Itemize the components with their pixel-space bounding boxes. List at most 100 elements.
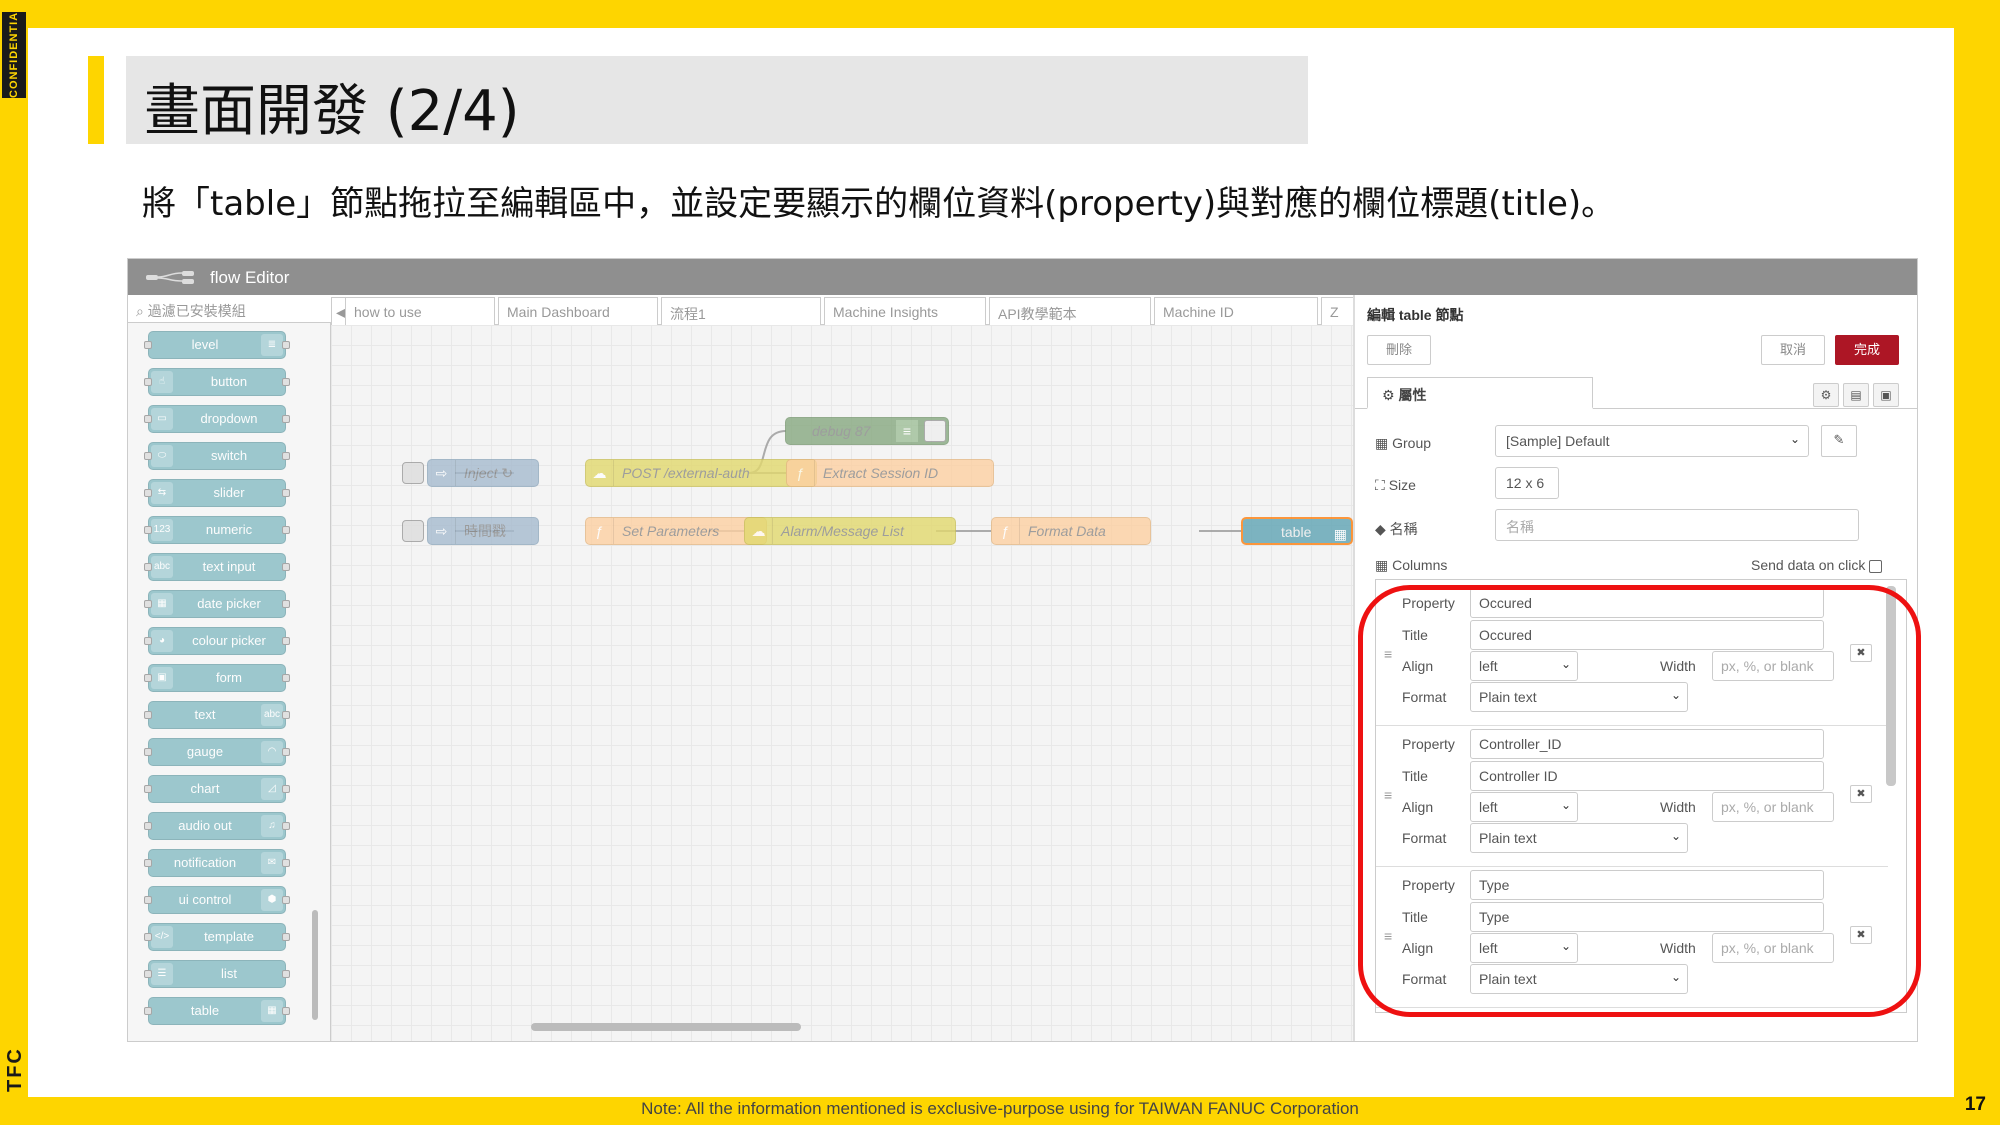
workspace-horizontal-scrollbar[interactable]: [531, 1023, 801, 1031]
width-input[interactable]: px, %, or blank: [1712, 792, 1834, 822]
columns-scrollbar[interactable]: [1886, 586, 1896, 786]
title-input[interactable]: Controller ID: [1470, 761, 1824, 791]
palette-node-table[interactable]: ▦table: [144, 997, 290, 1025]
tab-machine-id[interactable]: Machine ID: [1154, 297, 1318, 325]
done-button[interactable]: 完成: [1835, 335, 1899, 365]
flow-workspace[interactable]: debug 87 ≡ ⇨ Inject ↻ ☁ POST /external-a…: [331, 325, 1481, 1041]
palette-node-label: notification: [173, 855, 237, 870]
dropdown-icon: ▭: [151, 408, 173, 430]
flow-node-debug[interactable]: debug 87 ≡: [785, 417, 949, 445]
tab-machine-insights[interactable]: Machine Insights: [824, 297, 986, 325]
node-red-logo-icon: [146, 271, 194, 284]
list-icon: ☰: [151, 963, 173, 985]
palette-node-list[interactable]: ☰list: [144, 960, 290, 988]
title-input[interactable]: Occured: [1470, 620, 1824, 650]
button-icon: ☝: [151, 371, 173, 393]
tab-flow1[interactable]: 流程1: [661, 297, 821, 325]
palette-node-gauge[interactable]: ◠gauge: [144, 738, 290, 766]
flow-node-timestamp[interactable]: ⇨ 時間戳: [402, 517, 539, 545]
timestamp-inject-button[interactable]: [402, 520, 424, 542]
flow-node-format-data[interactable]: ƒ Format Data: [991, 517, 1151, 545]
palette-node-form[interactable]: ▣form: [144, 664, 290, 692]
palette-node-colour-picker[interactable]: ◕colour picker: [144, 627, 290, 655]
switch-icon: ⬭: [151, 445, 173, 467]
palette-node-label: date picker: [197, 596, 261, 611]
palette-node-level[interactable]: ≣level: [144, 331, 290, 359]
output-port: [282, 452, 290, 460]
inject-arrow-icon: ⇨: [428, 518, 456, 544]
palette-search-input[interactable]: ⌕ 過濾已安裝模組: [128, 295, 331, 323]
description-icon[interactable]: ▤: [1843, 383, 1869, 407]
input-port: [144, 896, 152, 904]
size-button[interactable]: 12 x 6: [1495, 467, 1559, 499]
output-port: [282, 933, 290, 941]
palette-node-label: numeric: [205, 522, 253, 537]
tab-properties[interactable]: ⚙ 屬性: [1367, 377, 1593, 409]
delete-button[interactable]: 刪除: [1367, 335, 1431, 365]
palette-node-chart[interactable]: ◿chart: [144, 775, 290, 803]
output-port: [282, 341, 290, 349]
palette-node-date-picker[interactable]: ▦ date picker: [144, 590, 290, 618]
property-input[interactable]: Type: [1470, 870, 1824, 900]
width-label: Width: [1660, 658, 1696, 674]
right-yellow-border: [1954, 0, 2000, 1125]
drag-handle-icon[interactable]: ≡: [1384, 787, 1393, 803]
tab-api-sample[interactable]: API教學範本: [989, 297, 1151, 325]
format-select[interactable]: Plain text⌄: [1470, 823, 1688, 853]
edit-group-button[interactable]: ✎: [1821, 425, 1857, 457]
flow-node-inject[interactable]: ⇨ Inject ↻: [402, 459, 539, 487]
palette-node-ui-control[interactable]: ⬢ui control: [144, 886, 290, 914]
palette-node-slider[interactable]: ⇆slider: [144, 479, 290, 507]
drag-handle-icon[interactable]: ≡: [1384, 928, 1393, 944]
tab-how-to-use[interactable]: how to use: [345, 297, 495, 325]
property-input[interactable]: Occured: [1470, 588, 1824, 618]
width-input[interactable]: px, %, or blank: [1712, 651, 1834, 681]
input-port: [144, 637, 152, 645]
send-data-checkbox[interactable]: [1869, 559, 1883, 573]
tab-main-dashboard[interactable]: Main Dashboard: [498, 297, 658, 325]
debug-toggle-button[interactable]: [924, 420, 946, 442]
align-select[interactable]: left⌄: [1470, 651, 1578, 681]
group-select[interactable]: [Sample] Default⌄: [1495, 425, 1809, 457]
flow-node-table[interactable]: table ▦: [1241, 517, 1353, 545]
appearance-icon[interactable]: ▣: [1873, 383, 1899, 407]
align-select[interactable]: left⌄: [1470, 933, 1578, 963]
input-port: [144, 489, 152, 497]
chevron-down-icon: ⌄: [1560, 657, 1571, 671]
input-port: [144, 674, 152, 682]
chevron-down-icon: ⌄: [1670, 688, 1681, 702]
palette-node-notification[interactable]: ✉notification: [144, 849, 290, 877]
palette-node-dropdown[interactable]: ▭dropdown: [144, 405, 290, 433]
date-picker-icon: ▦: [151, 593, 173, 615]
align-select[interactable]: left⌄: [1470, 792, 1578, 822]
palette-scrollbar[interactable]: [312, 910, 318, 1020]
width-input[interactable]: px, %, or blank: [1712, 933, 1834, 963]
remove-column-button[interactable]: ✖: [1850, 644, 1872, 662]
name-input[interactable]: 名稱: [1495, 509, 1859, 541]
drag-handle-icon[interactable]: ≡: [1384, 646, 1393, 662]
format-select[interactable]: Plain text⌄: [1470, 964, 1688, 994]
settings-icon[interactable]: ⚙: [1813, 383, 1839, 407]
cancel-button[interactable]: 取消: [1761, 335, 1825, 365]
palette-node-template[interactable]: </>template: [144, 923, 290, 951]
palette-node-button[interactable]: ☝button: [144, 368, 290, 396]
flow-node-set-parameters[interactable]: ƒ Set Parameters: [585, 517, 767, 545]
flow-node-http-post[interactable]: ☁ POST /external-auth: [585, 459, 817, 487]
input-port: [144, 822, 152, 830]
title-input[interactable]: Type: [1470, 902, 1824, 932]
format-select[interactable]: Plain text⌄: [1470, 682, 1688, 712]
remove-column-button[interactable]: ✖: [1850, 926, 1872, 944]
remove-column-button[interactable]: ✖: [1850, 785, 1872, 803]
inject-button[interactable]: [402, 462, 424, 484]
palette-node-switch[interactable]: ⬭switch: [144, 442, 290, 470]
palette-node-audio-out[interactable]: ♫audio out: [144, 812, 290, 840]
table-node-icon: ▦: [1333, 526, 1347, 542]
property-input[interactable]: Controller_ID: [1470, 729, 1824, 759]
flow-node-alarm-list[interactable]: ☁ Alarm/Message List: [744, 517, 956, 545]
flow-node-extract-session[interactable]: ƒ Extract Session ID: [786, 459, 994, 487]
chart-icon: ◿: [261, 778, 283, 800]
